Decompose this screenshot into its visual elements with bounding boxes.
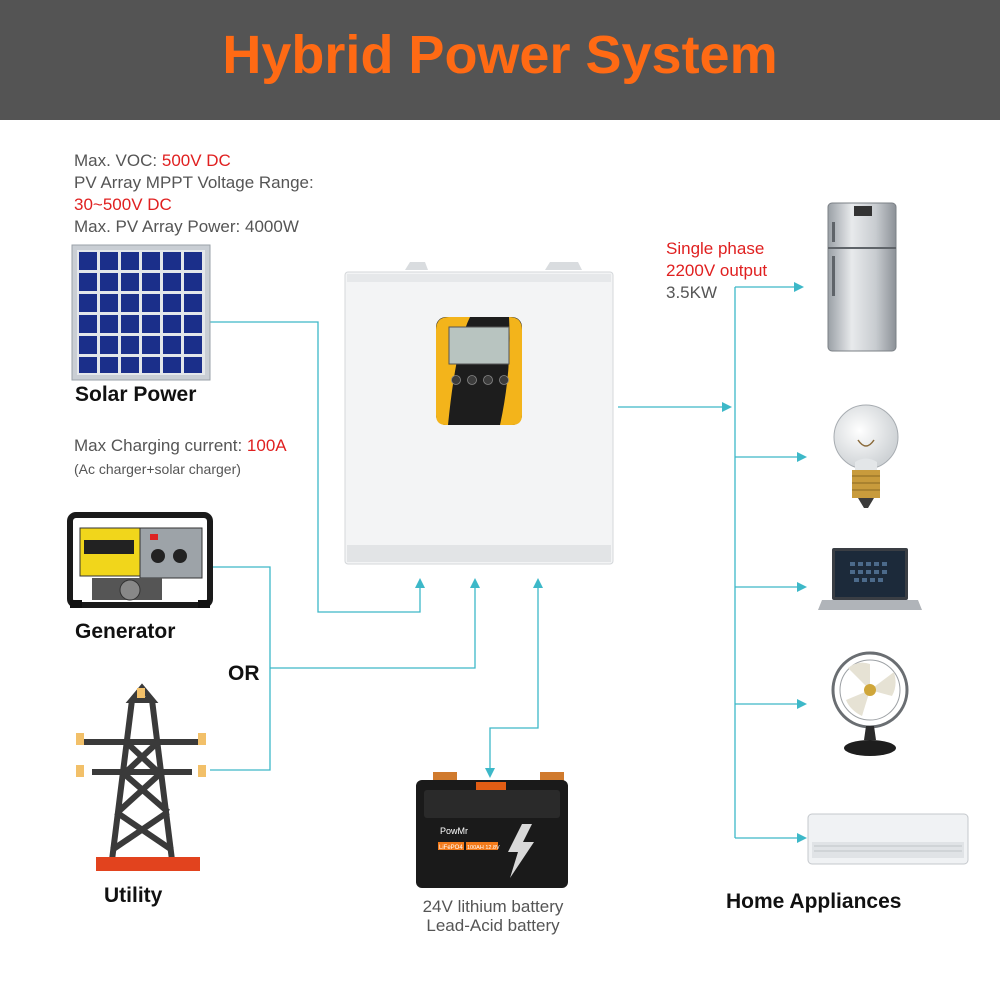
or-label: OR <box>228 662 260 685</box>
max-charging-current: Max Charging current: 100A <box>74 435 287 457</box>
max-charging-value: 100A <box>246 436 287 455</box>
solar-panel-icon <box>71 244 211 381</box>
pv-max-voc-label: Max. VOC: <box>74 151 162 170</box>
air-conditioner-icon <box>807 813 969 865</box>
inverter-icon <box>344 262 614 565</box>
home-appliances-label: Home Appliances <box>726 890 902 913</box>
generator-label: Generator <box>75 620 176 643</box>
utility-label: Utility <box>104 884 163 907</box>
laptop-icon <box>818 548 922 610</box>
connection-lines <box>210 282 807 843</box>
utility-tower-icon <box>80 683 202 861</box>
solar-power-label: Solar Power <box>75 383 197 406</box>
solar-to-inverter-line <box>210 321 425 613</box>
pv-max-voc-value: 500V DC <box>161 151 231 170</box>
battery-icon: PowMr LiFePO4 100AH 12.8V <box>416 772 568 888</box>
battery-badge-text: LiFePO4 <box>439 845 463 851</box>
grid-to-inverter-line <box>270 578 480 669</box>
pv-mppt-value: 30~500V DC <box>74 195 172 214</box>
battery-spec-text: 100AH 12.8V <box>467 845 500 851</box>
title-banner: Hybrid Power System <box>0 0 1000 120</box>
battery-label-lead-acid: Lead-Acid battery <box>426 916 560 935</box>
generator-icon <box>67 512 213 608</box>
battery-inverter-line <box>485 578 543 778</box>
pv-mppt-label: PV Array MPPT Voltage Range: <box>74 173 314 192</box>
utility-insulators <box>76 688 206 777</box>
fan-icon <box>831 651 909 756</box>
refrigerator-icon <box>827 202 897 352</box>
page-title: Hybrid Power System <box>222 25 778 85</box>
pv-max-power: Max. PV Array Power: 4000W <box>74 217 299 236</box>
max-charging-label: Max Charging current: <box>74 436 247 455</box>
battery-label-lithium: 24V lithium battery <box>422 897 564 916</box>
output-voltage: 2200V output <box>666 261 768 280</box>
pv-max-voc: Max. VOC: 500V DC <box>74 150 231 172</box>
charging-note: (Ac charger+solar charger) <box>74 461 241 477</box>
utility-tower-base <box>96 857 200 871</box>
battery-brand-text: PowMr <box>440 826 468 836</box>
light-bulb-icon <box>833 404 899 508</box>
output-power: 3.5KW <box>666 283 718 302</box>
output-phase: Single phase <box>666 239 765 258</box>
